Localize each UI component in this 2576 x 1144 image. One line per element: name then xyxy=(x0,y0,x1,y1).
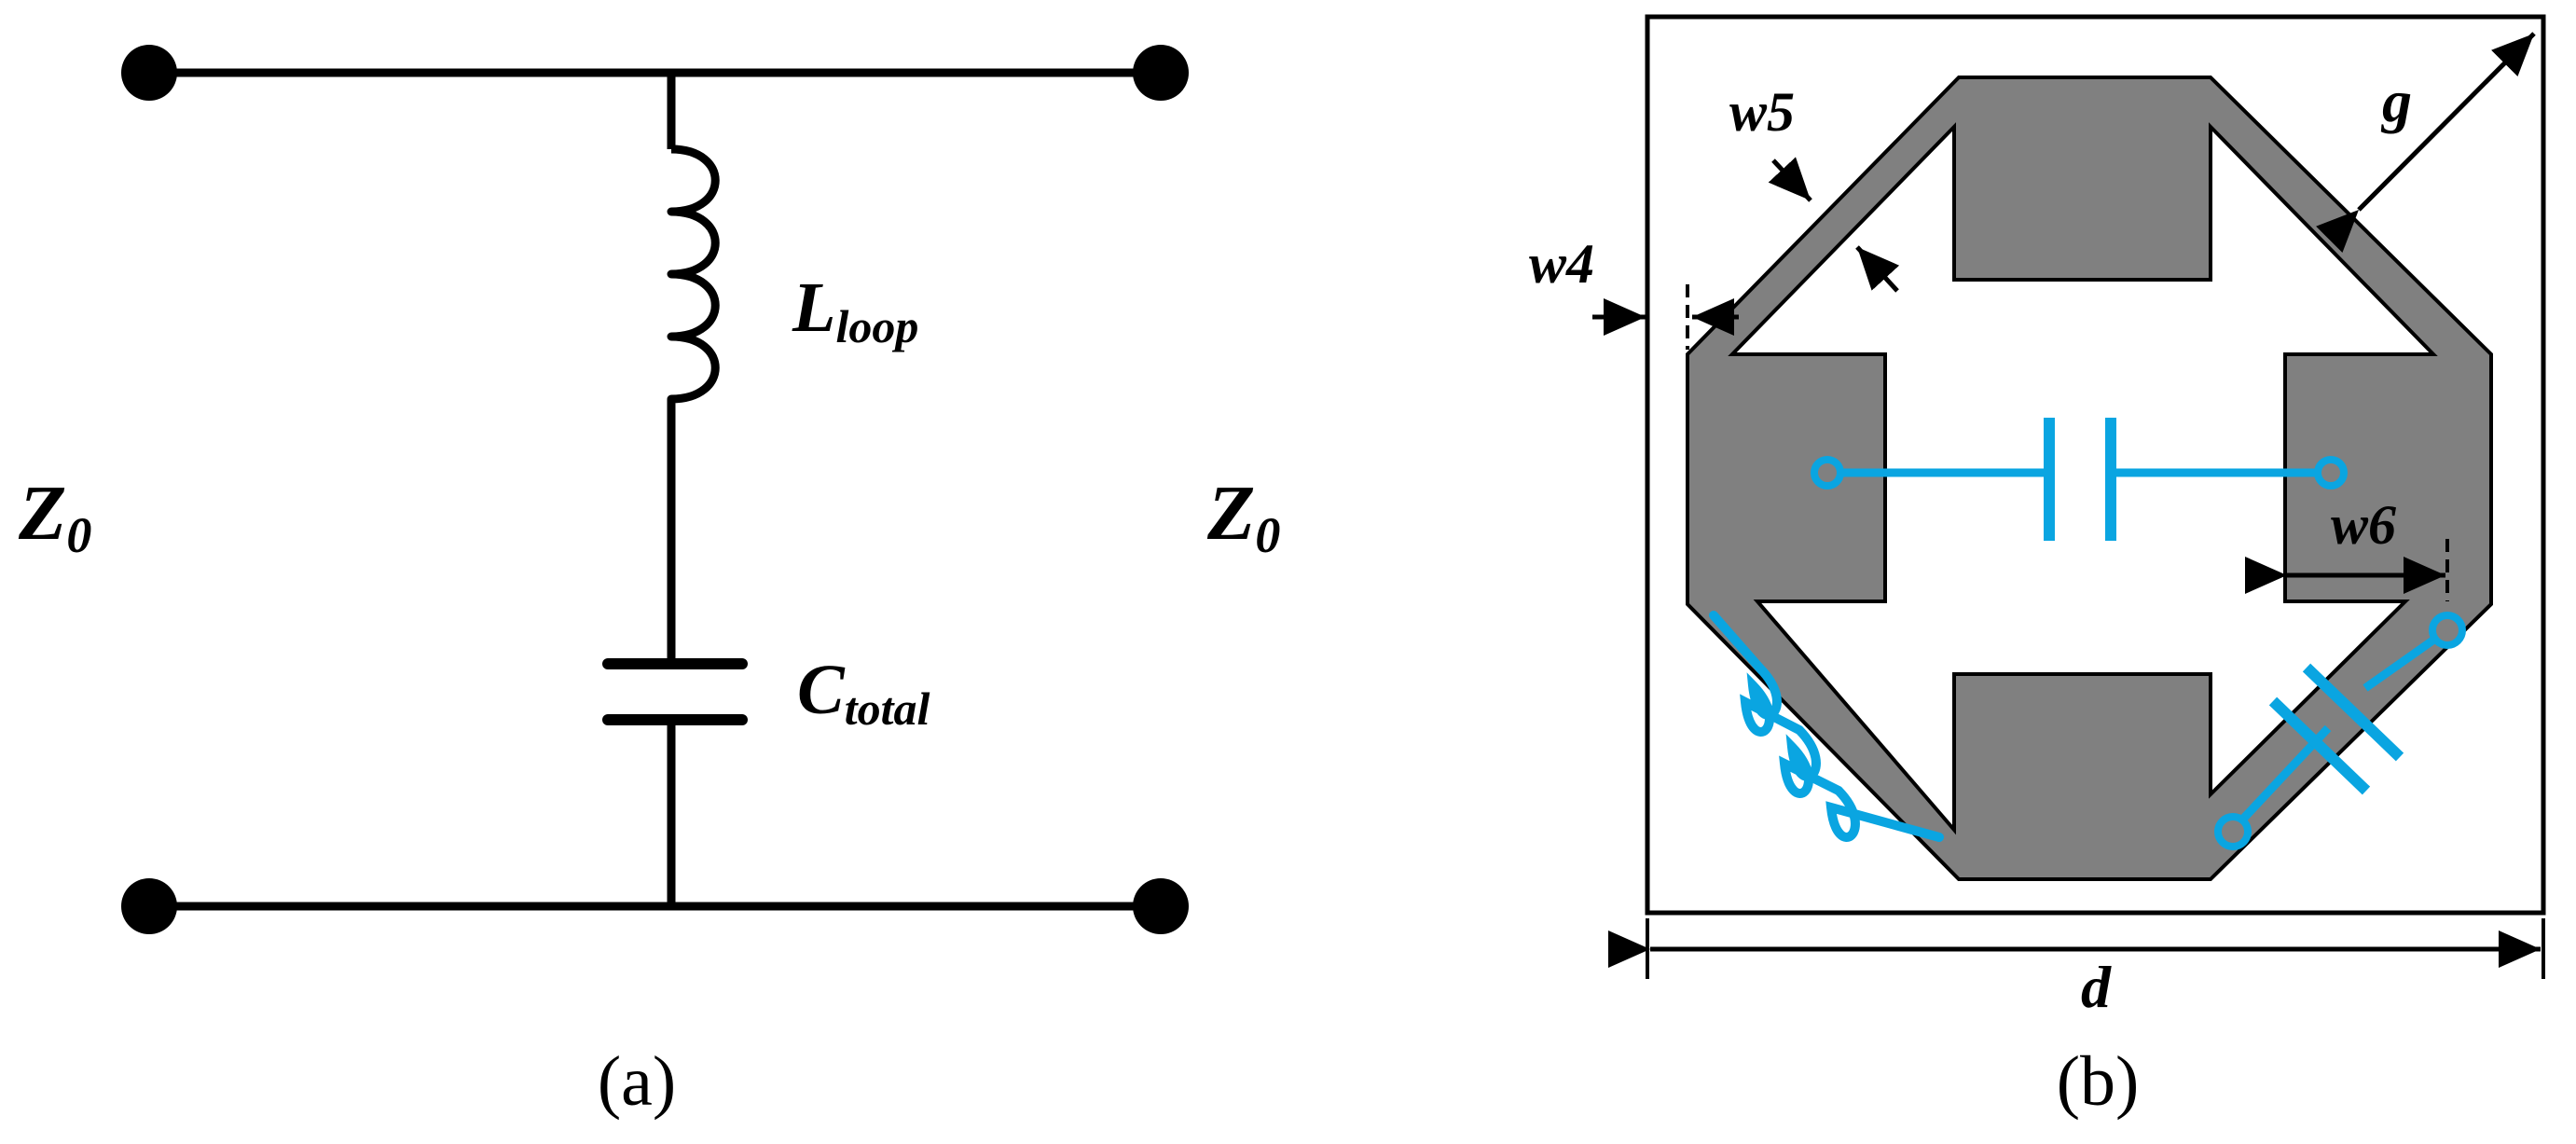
terminal-bottom-right xyxy=(1133,878,1189,934)
blue-capacitor-horizontal xyxy=(1811,418,2348,541)
unit-cell-border xyxy=(1645,14,2546,916)
blue-capacitor-diagonal xyxy=(2214,612,2466,850)
dim-label-w4: w4 xyxy=(1529,233,1594,295)
right-port-label: Z0 xyxy=(1206,470,1280,563)
dim-label-g: g xyxy=(2380,68,2412,134)
blue-inductor-coil xyxy=(1709,611,1944,842)
panel-b-unit-cell: g w5 w4 w6 d (b) xyxy=(1529,14,2546,1121)
dim-g-arrow xyxy=(2316,32,2536,254)
capacitor-label: Ctotal xyxy=(797,651,930,735)
dim-label-w5: w5 xyxy=(1729,81,1795,143)
left-port-label: Z0 xyxy=(18,470,91,563)
caption-a: (a) xyxy=(598,1042,676,1121)
inductor-coil xyxy=(667,145,720,420)
terminal-top-right xyxy=(1133,45,1189,101)
dim-w5-arrow-inner xyxy=(1855,245,1900,293)
caption-b: (b) xyxy=(2057,1042,2140,1121)
inductor-label: Lloop xyxy=(792,269,918,352)
dim-w5-arrow-outer xyxy=(1768,157,1812,202)
dim-label-d: d xyxy=(2081,954,2112,1020)
panel-a-circuit: Z0 Z0 Lloop Ctotal (a) xyxy=(18,45,1280,1121)
terminal-top-left xyxy=(121,45,177,101)
dim-label-w6: w6 xyxy=(2331,494,2396,556)
terminal-bottom-left xyxy=(121,878,177,934)
